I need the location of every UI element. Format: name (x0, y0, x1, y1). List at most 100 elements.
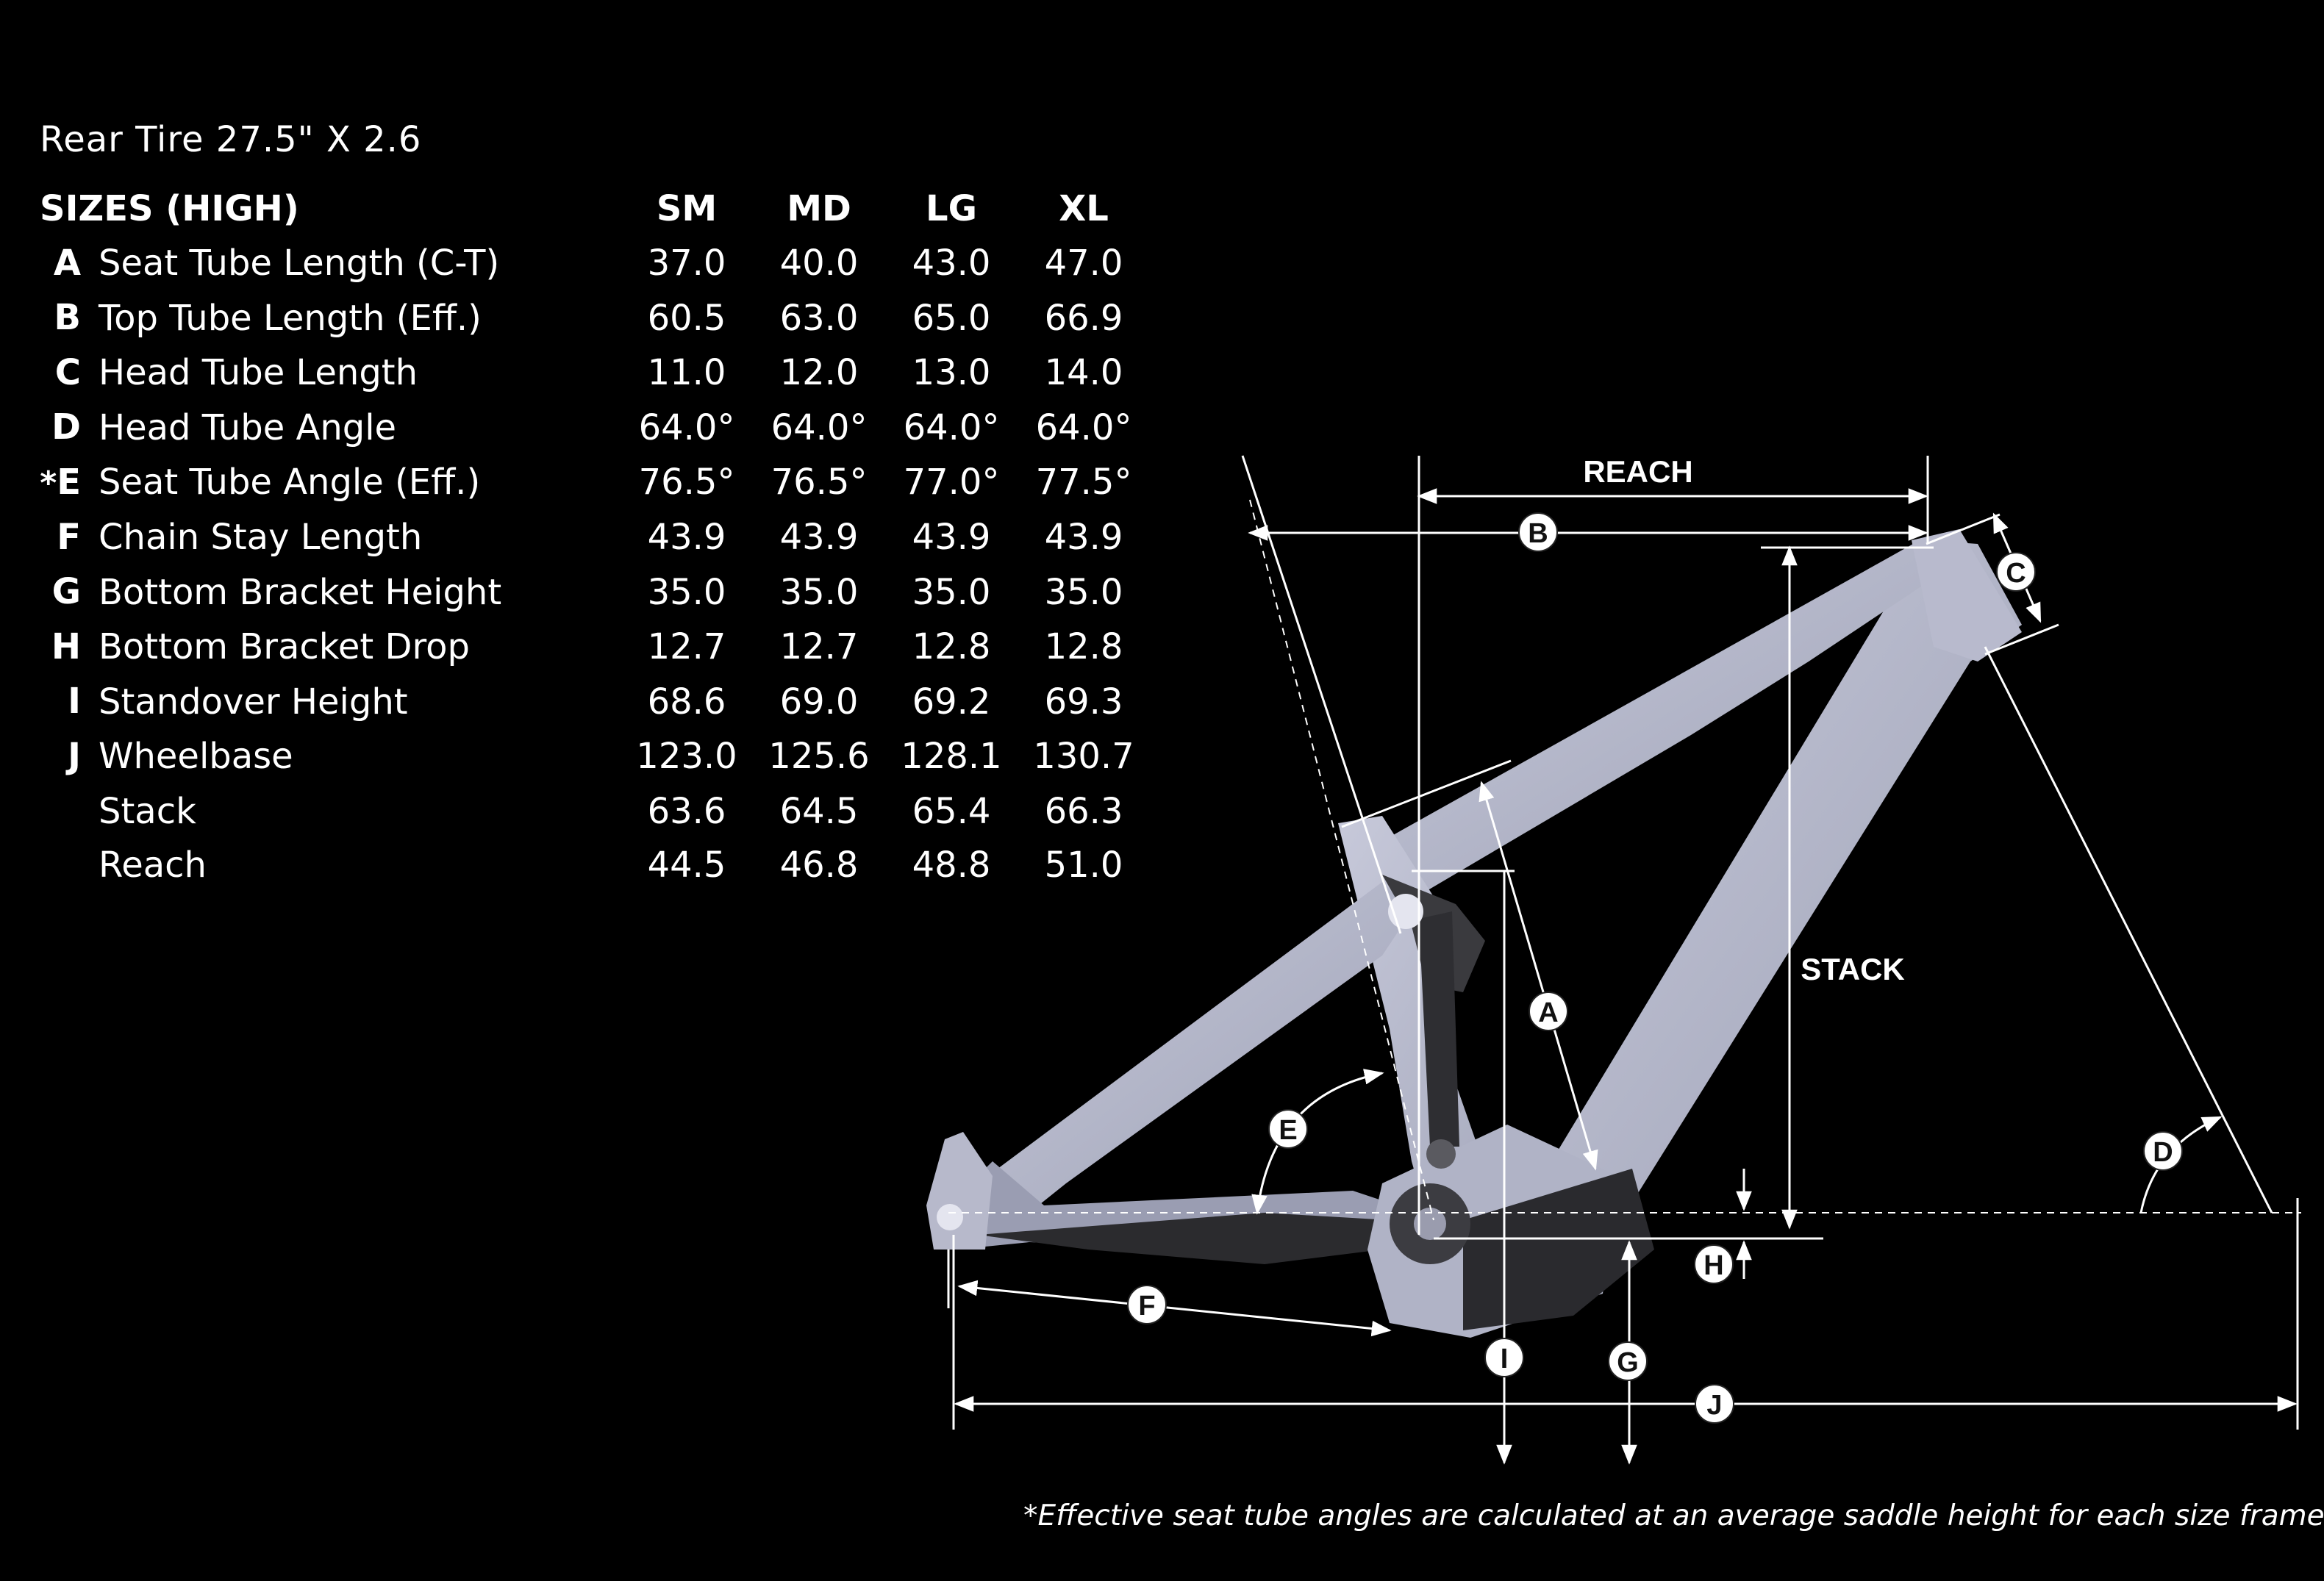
size-header-xl: XL (1059, 188, 1109, 229)
row-value: 76.5° (771, 462, 868, 503)
row-star: * (40, 464, 57, 502)
marker-d-circle (2143, 1131, 2183, 1171)
row-value: 128.1 (901, 736, 1002, 778)
marker-h: H (1703, 1250, 1723, 1281)
row-letter: F (15, 511, 81, 566)
reach-label: REACH (1583, 454, 1692, 489)
row-value: 35.0 (779, 571, 859, 613)
row-letter: H (15, 620, 81, 675)
row-value: 63.6 (647, 790, 726, 832)
marker-e: E (1279, 1115, 1297, 1146)
marker-g: G (1617, 1347, 1639, 1378)
row-name: Bottom Bracket Drop (99, 626, 470, 668)
c-ext-bottom (1984, 623, 2059, 656)
frame-body (926, 529, 2022, 1338)
row-value: 65.0 (912, 297, 991, 339)
row-value: 76.5° (638, 462, 735, 503)
seat-stay (948, 882, 1412, 1242)
rear-tire-subtitle: Rear Tire 27.5" X 2.6 (40, 119, 422, 160)
row-value: 11.0 (647, 352, 726, 394)
row-value: 66.9 (1044, 297, 1123, 339)
dimension-lines (947, 455, 2301, 1465)
row-letter-text: D (51, 406, 81, 448)
row-name: Chain Stay Length (99, 517, 423, 559)
row-value: 14.0 (1044, 352, 1123, 394)
shock (1419, 911, 1459, 1147)
row-value: 12.8 (1044, 626, 1123, 668)
row-value: 12.7 (779, 626, 859, 668)
size-header-lg: LG (926, 188, 977, 229)
row-value: 123.0 (636, 736, 737, 778)
marker-g-circle (1608, 1341, 1648, 1381)
row-value: 43.9 (647, 517, 726, 559)
row-value: 69.2 (912, 681, 991, 723)
marker-f: F (1138, 1291, 1155, 1322)
sizes-title: SIZES (HIGH) (40, 188, 299, 229)
row-value: 125.6 (768, 736, 870, 778)
row-value: 69.3 (1044, 681, 1123, 723)
row-name: Seat Tube Length (C-T) (99, 243, 500, 284)
row-letter: I (15, 675, 81, 730)
row-letter-text: J (68, 735, 81, 777)
row-letter: J (15, 730, 81, 785)
chain-stay-guard (978, 1213, 1390, 1264)
rear-dropout (926, 1132, 993, 1250)
row-value: 64.0° (638, 406, 735, 448)
row-letter-text: I (68, 681, 81, 723)
size-header-md: MD (787, 188, 851, 229)
rear-axle (937, 1204, 963, 1230)
row-value: 47.0 (1044, 243, 1123, 284)
row-value: 130.7 (1033, 736, 1134, 778)
row-letter-text: B (54, 297, 81, 339)
c-ext-top (1926, 513, 2001, 545)
row-value: 63.0 (779, 297, 859, 339)
row-name: Wheelbase (99, 736, 293, 778)
row-letter: A (15, 237, 81, 292)
row-name: Head Tube Length (99, 352, 418, 394)
down-tube (1529, 540, 2022, 1250)
row-value: 35.0 (1044, 571, 1123, 613)
row-name: Standover Height (99, 681, 408, 723)
row-value: 35.0 (912, 571, 991, 613)
row-value: 12.8 (912, 626, 991, 668)
marker-i-circle (1484, 1338, 1524, 1377)
marker-e-circle (1268, 1109, 1308, 1149)
bottom-bracket-center (1414, 1208, 1446, 1240)
row-letter-text: A (53, 242, 81, 284)
row-value: 64.0° (903, 406, 1000, 448)
row-value: 69.0 (779, 681, 859, 723)
row-name: Seat Tube Angle (Eff.) (99, 462, 481, 503)
f-line (957, 1280, 1392, 1337)
row-letter-text: H (51, 625, 81, 667)
row-letter: C (15, 346, 81, 401)
row-value: 43.0 (912, 243, 991, 284)
row-name: Stack (99, 790, 196, 832)
row-name: Top Tube Length (Eff.) (99, 297, 482, 339)
marker-a: A (1538, 997, 1558, 1028)
row-value: 43.9 (779, 517, 859, 559)
head-angle-line (1984, 646, 2273, 1213)
row-value: 65.4 (912, 790, 991, 832)
row-value: 64.0° (771, 406, 868, 448)
row-letter: D (15, 401, 81, 456)
row-value: 12.0 (779, 352, 859, 394)
a-line (1479, 781, 1598, 1171)
row-value: 40.0 (779, 243, 859, 284)
row-name: Reach (99, 845, 207, 886)
row-letter: B (15, 291, 81, 346)
row-name: Head Tube Angle (99, 406, 397, 448)
marker-j-circle (1695, 1384, 1734, 1424)
row-value: 43.9 (1044, 517, 1123, 559)
marker-c: C (2006, 558, 2026, 589)
seat-angle-solid (1241, 455, 1402, 934)
